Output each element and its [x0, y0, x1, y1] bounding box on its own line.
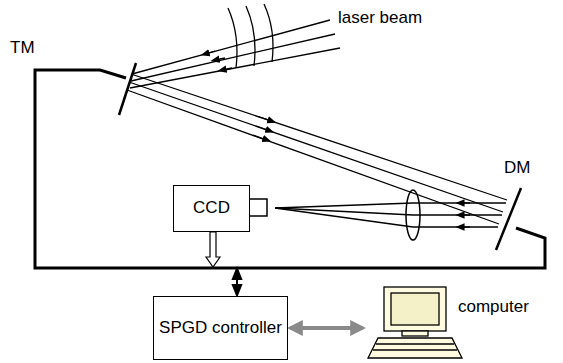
- lens: [406, 190, 420, 240]
- data-link: [290, 326, 363, 330]
- signal-arrow: [206, 232, 220, 267]
- tip-tilt-mirror: [119, 63, 136, 115]
- incoming-beam: [130, 4, 340, 88]
- computer-node: computer: [365, 283, 555, 361]
- process-box: SPGD controller: [153, 296, 288, 360]
- part-label: laser beam: [338, 8, 422, 28]
- computer-icon: [368, 287, 462, 358]
- part-label: TM: [10, 38, 35, 58]
- node-text: SPGD controller: [159, 318, 282, 338]
- node-text: computer: [458, 297, 529, 317]
- housing-outline: [35, 70, 545, 268]
- control-arrow: [236, 273, 238, 291]
- node-text: CCD: [193, 198, 230, 218]
- ccd-lens-mount: [249, 199, 267, 216]
- part-label: DM: [504, 158, 530, 178]
- process-box: CCD: [173, 185, 250, 232]
- corrected-beam: [275, 203, 506, 227]
